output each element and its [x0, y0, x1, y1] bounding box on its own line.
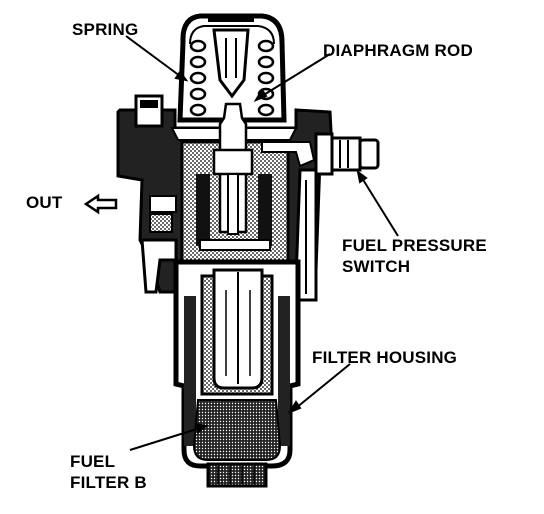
spring-coils: [189, 39, 275, 117]
label-fuel-pressure-switch-line2: SWITCH: [342, 257, 411, 276]
label-out: OUT: [26, 193, 63, 212]
fuel-pressure-switch: [314, 132, 380, 176]
label-spring: SPRING: [72, 20, 139, 39]
label-fuel-filter-b-line1: FUEL: [70, 452, 116, 471]
upper-body: [116, 94, 334, 294]
label-diaphragm-rod: DIAPHRAGM ROD: [323, 41, 473, 60]
leader-lines: [125, 35, 399, 451]
label-filter-housing: FILTER HOUSING: [312, 348, 458, 367]
label-fuel-pressure-switch-line1: FUEL PRESSURE: [342, 236, 487, 255]
label-fuel-filter-b-line2: FILTER B: [70, 473, 147, 492]
filter-housing: [173, 259, 301, 488]
out-arrow: [83, 193, 118, 215]
